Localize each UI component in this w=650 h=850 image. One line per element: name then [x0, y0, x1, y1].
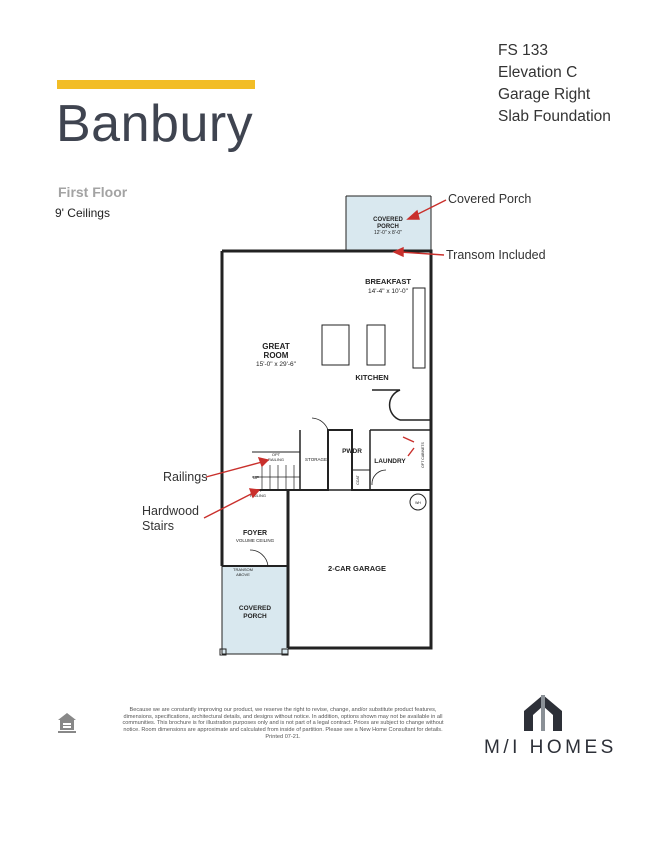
detail-foundation: Slab Foundation: [498, 108, 611, 125]
storage-name: STORAGE: [305, 457, 327, 462]
great-room-name: GREAT: [262, 342, 290, 351]
transom-above-line2: ABOVE: [236, 572, 250, 577]
walls: [219, 195, 433, 656]
brand-wordmark: M/I HOMES: [484, 737, 617, 758]
great-room-dims: 15'-0" x 29'-6": [256, 361, 297, 368]
callout-transom: Transom Included: [446, 248, 546, 262]
callout-railings: Railings: [163, 470, 208, 484]
plan-title: Banbury: [56, 95, 254, 153]
porch-top-name: COVERED: [373, 217, 403, 223]
detail-garage: Garage Right: [498, 86, 591, 103]
pwdr-name: PWDR: [342, 448, 362, 455]
callout-stairs: Stairs: [142, 519, 174, 533]
floor-label: First Floor: [58, 184, 128, 200]
callout-arrows: [203, 199, 447, 519]
breakfast-name: BREAKFAST: [365, 277, 411, 286]
mi-homes-logo-icon: [524, 695, 562, 731]
breakfast-dims: 14'-4" x 10'-0": [368, 288, 409, 295]
garage-name: 2-CAR GARAGE: [328, 564, 386, 573]
porch-bottom-name: COVERED: [239, 605, 271, 612]
plan-details: FS 133 Elevation C Garage Right Slab Fou…: [498, 40, 611, 128]
detail-series: FS 133: [498, 42, 548, 59]
opt-cabinets-label: OPT CABINETS: [421, 442, 425, 468]
detail-elevation: Elevation C: [498, 64, 578, 81]
equal-housing-icon: [58, 713, 76, 733]
legal-disclaimer: Because we are constantly improving our …: [122, 707, 444, 740]
opt-railing-line2: RAILING: [268, 457, 284, 462]
accent-bar: [57, 80, 255, 89]
porch-top-dims: 12'-0" x 8'-0": [374, 230, 402, 236]
callout-covered-porch: Covered Porch: [448, 192, 532, 206]
ceiling-label: 9' Ceilings: [55, 206, 110, 220]
covered-porch-top-fill: [346, 196, 431, 251]
transom-above-line1: TRANSOM: [233, 567, 253, 572]
opt-railing2-line2: RAILING: [250, 493, 266, 498]
laundry-name: LAUNDRY: [374, 458, 406, 465]
porch-top-name2: PORCH: [377, 224, 399, 230]
foyer-name: FOYER: [243, 530, 267, 537]
foyer-note: VOLUME CEILING: [236, 538, 275, 543]
opt-railing-line1: OPT: [272, 452, 281, 457]
porch-bottom-name2: PORCH: [243, 613, 267, 620]
water-heater-label: WH: [415, 501, 421, 505]
coat-label: COAT: [356, 474, 360, 484]
callout-hardwood: Hardwood: [142, 504, 199, 518]
great-room-name2: ROOM: [264, 351, 289, 360]
kitchen-name: KITCHEN: [355, 373, 388, 382]
stairs-up: UP: [253, 475, 259, 480]
covered-porch-bottom-fill: [222, 566, 288, 654]
